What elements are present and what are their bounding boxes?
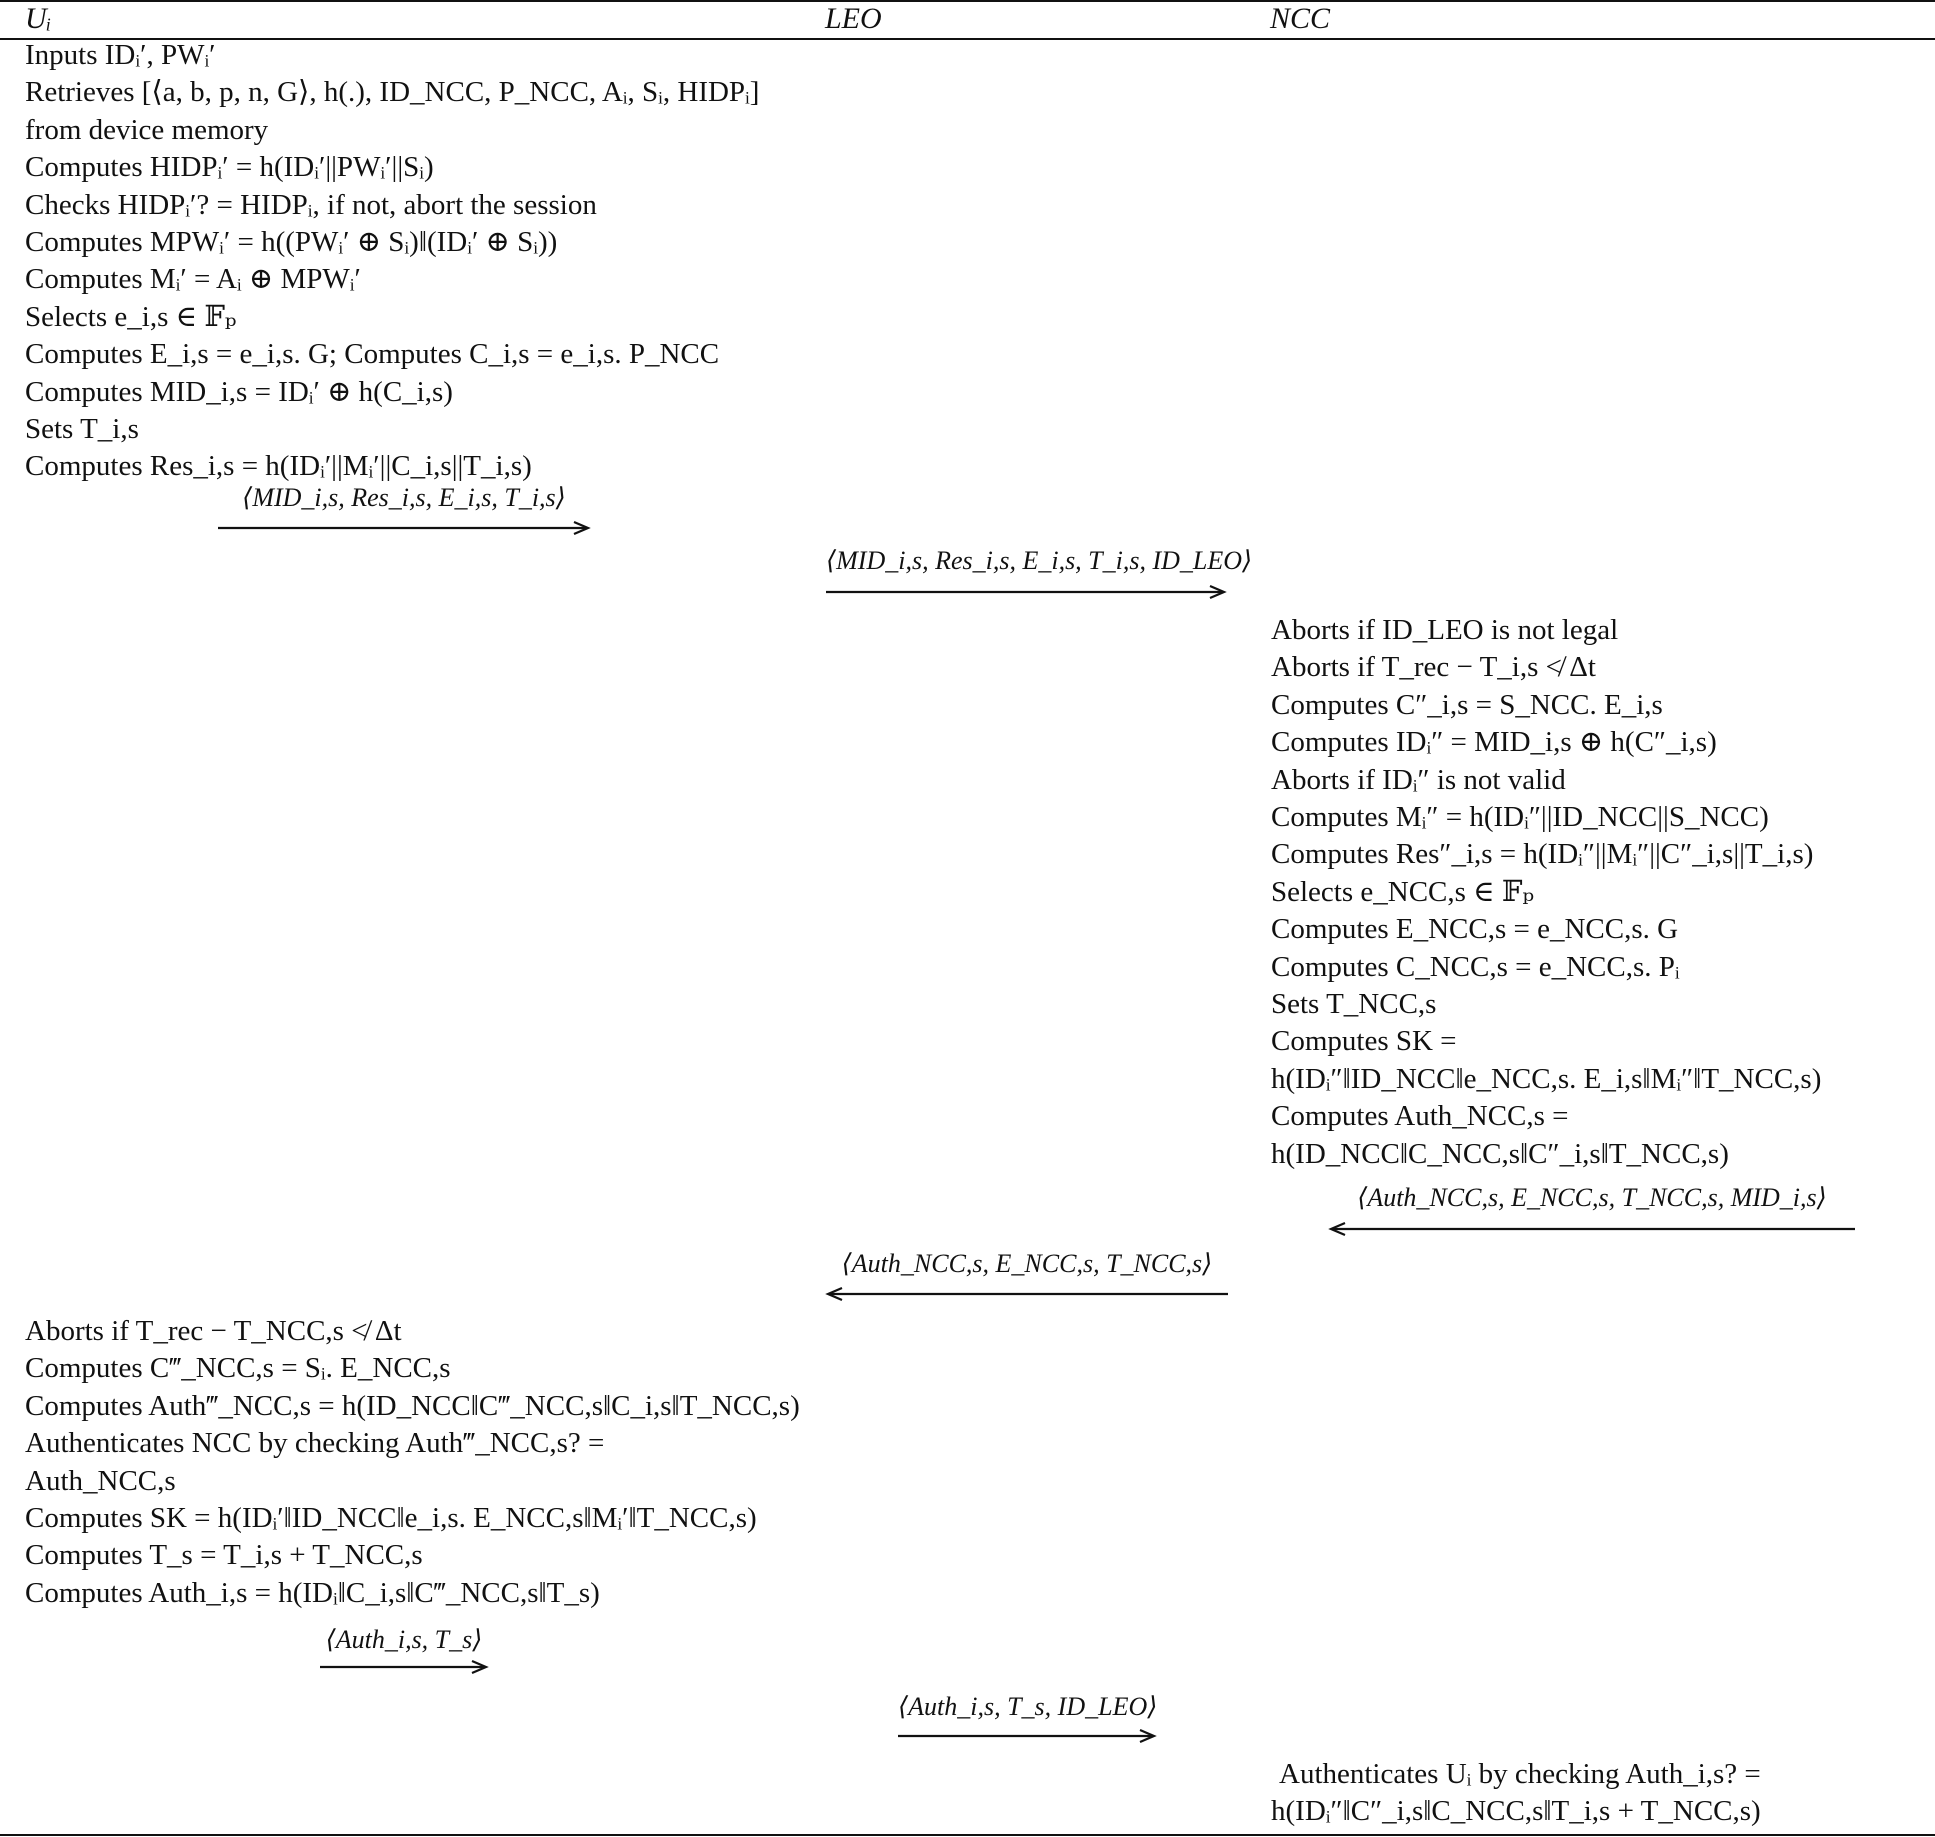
message-ncc-to-leo: ⟨Auth_NCC,s, E_NCC,s, T_NCC,s, MID_i,s⟩ [1328,1183,1855,1237]
user-step: Computes C‴_NCC,s = Sᵢ. E_NCC,s [25,1352,451,1385]
message-label: ⟨Auth_NCC,s, E_NCC,s, T_NCC,s, MID_i,s⟩ [1357,1183,1827,1212]
message-label: ⟨Auth_i,s, T_s⟩ [325,1625,483,1654]
ncc-step: Selects e_NCC,s ∈ 𝔽ₚ [1271,875,1535,908]
user-step: Auth_NCC,s [25,1464,176,1497]
ncc-step: Computes IDᵢ″ = MID_i,s ⊕ h(C″_i,s) [1271,726,1717,759]
user-step: Authenticates NCC by checking Auth‴_NCC,… [25,1427,605,1460]
message-leo-to-user: ⟨Auth_NCC,s, E_NCC,s, T_NCC,s⟩ [825,1249,1228,1302]
ncc-step: h(ID_NCC‖C_NCC,s‖C″_i,s‖T_NCC,s) [1271,1137,1729,1170]
header-divider [0,38,1935,40]
header-user: Uᵢ [25,2,52,35]
ncc-step: Aborts if ID_LEO is not legal [1271,614,1619,646]
message-user-to-leo: ⟨MID_i,s, Res_i,s, E_i,s, T_i,s⟩ [218,483,591,536]
ncc-step: Computes Mᵢ″ = h(IDᵢ″||ID_NCC||S_NCC) [1271,801,1769,834]
header-ncc: NCC [1270,2,1331,35]
ncc-step: Aborts if T_rec − T_i,s ≮ Δt [1271,651,1596,684]
user-step: Computes HIDPᵢ′ = h(IDᵢ′||PWᵢ′||Sᵢ) [25,151,434,184]
ncc-verification-steps: Aborts if ID_LEO is not legal Aborts if … [1271,612,1821,1173]
ncc-step: h(IDᵢ″‖ID_NCC‖e_NCC,s. E_i,s‖Mᵢ″‖T_NCC,s… [1271,1062,1822,1095]
ncc-step: Computes C″_i,s = S_NCC. E_i,s [1271,688,1663,721]
user-step: Selects e_i,s ∈ 𝔽ₚ [25,300,237,333]
top-border [0,0,1935,2]
message-label: ⟨MID_i,s, Res_i,s, E_i,s, T_i,s, ID_LEO⟩ [826,546,1253,575]
ncc-step: Computes SK = [1271,1025,1457,1058]
user-step: from device memory [25,113,269,146]
ncc-step: Computes Auth_NCC,s = [1271,1100,1569,1133]
ncc-step: Aborts if IDᵢ″ is not valid [1271,763,1566,796]
right-arrow-icon [320,1659,489,1675]
right-arrow-icon [826,584,1227,600]
user-step: Computes T_s = T_i,s + T_NCC,s [25,1539,423,1572]
user-step: Aborts if T_rec − T_NCC,s ≮ Δt [25,1315,402,1347]
right-arrow-icon [218,520,591,536]
message-leo-to-ncc: ⟨MID_i,s, Res_i,s, E_i,s, T_i,s, ID_LEO⟩ [826,546,1253,600]
left-arrow-icon [1328,1221,1855,1237]
message-label: ⟨Auth_NCC,s, E_NCC,s, T_NCC,s⟩ [841,1249,1213,1278]
user-step: Computes Res_i,s = h(IDᵢ′||Mᵢ′||C_i,s||T… [25,450,532,483]
header-leo: LEO [825,2,882,35]
ncc-step: Sets T_NCC,s [1271,988,1437,1021]
user-step: Computes MID_i,s = IDᵢ′ ⊕ h(C_i,s) [25,375,453,408]
ncc-step: h(IDᵢ″‖C″_i,s‖C_NCC,s‖T_i,s + T_NCC,s) [1271,1795,1761,1828]
ncc-final-check: Authenticates Uᵢ by checking Auth_i,s? =… [1271,1756,1761,1831]
user-step: Sets T_i,s [25,413,139,446]
message-label: ⟨MID_i,s, Res_i,s, E_i,s, T_i,s⟩ [242,483,566,512]
user-step: Computes MPWᵢ′ = h((PWᵢ′ ⊕ Sᵢ)‖(IDᵢ′ ⊕ S… [25,226,558,259]
ncc-step: Computes E_NCC,s = e_NCC,s. G [1271,913,1679,946]
user-step: Checks HIDPᵢ′? = HIDPᵢ, if not, abort th… [25,188,597,221]
user-step: Inputs IDᵢ′, PWᵢ′ [25,39,216,71]
user-authentication-steps: Aborts if T_rec − T_NCC,s ≮ Δt Computes … [25,1313,800,1612]
user-step: Computes SK = h(IDᵢ′‖ID_NCC‖e_i,s. E_NCC… [25,1502,757,1535]
user-step: Computes Auth‴_NCC,s = h(ID_NCC‖C‴_NCC,s… [25,1389,800,1422]
right-arrow-icon [898,1728,1157,1744]
bottom-border [0,1834,1935,1836]
user-step: Computes Auth_i,s = h(IDᵢ‖C_i,s‖C‴_NCC,s… [25,1576,600,1609]
message-leo-to-ncc-final: ⟨Auth_i,s, T_s, ID_LEO⟩ [898,1692,1158,1744]
user-login-steps: Inputs IDᵢ′, PWᵢ′ Retrieves [⟨a, b, p, n… [25,37,759,486]
left-arrow-icon [825,1286,1228,1302]
ncc-step: Authenticates Uᵢ by checking Auth_i,s? = [1279,1758,1761,1790]
user-step: Computes Mᵢ′ = Aᵢ ⊕ MPWᵢ′ [25,263,361,296]
ncc-step: Computes Res″_i,s = h(IDᵢ″||Mᵢ″||C″_i,s|… [1271,838,1814,871]
message-user-to-leo-final: ⟨Auth_i,s, T_s⟩ [320,1625,489,1675]
ncc-step: Computes C_NCC,s = e_NCC,s. Pᵢ [1271,950,1680,983]
message-label: ⟨Auth_i,s, T_s, ID_LEO⟩ [898,1692,1158,1721]
user-step: Retrieves [⟨a, b, p, n, G⟩, h(.), ID_NCC… [25,76,760,109]
user-step: Computes E_i,s = e_i,s. G; Computes C_i,… [25,338,720,371]
